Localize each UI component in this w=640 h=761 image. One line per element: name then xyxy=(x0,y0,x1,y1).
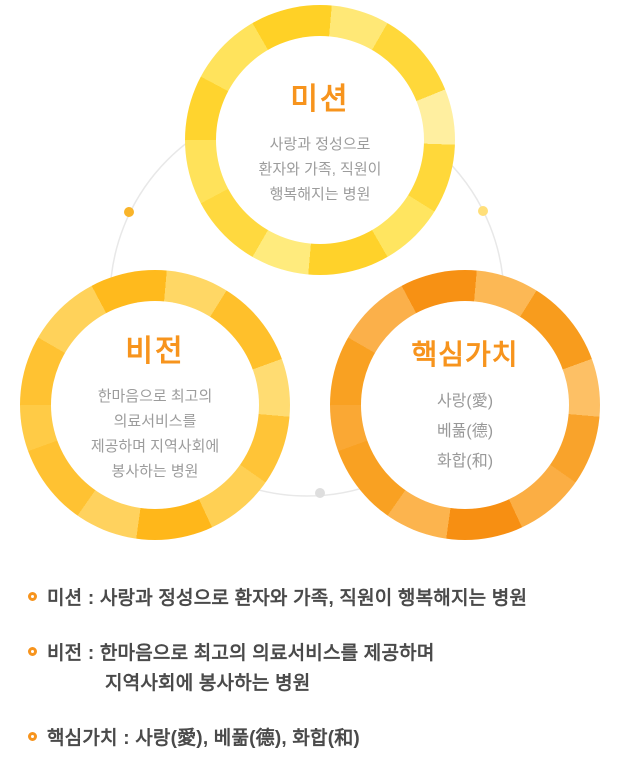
legend-vision-line1: 비전 : 한마음으로 최고의 의료서비스를 제공하며 xyxy=(47,643,435,664)
core-values-line: 화합(和) xyxy=(436,453,494,470)
mission-line: 행복해지는 병원 xyxy=(269,185,371,203)
mission-title: 미션 xyxy=(290,82,350,116)
mission-line: 환자와 가족, 직원이 xyxy=(258,160,382,178)
legend-mission-text: 미션 : 사랑과 정성으로 환자와 가족, 직원이 행복해지는 병원 xyxy=(47,588,528,609)
bullet-icon xyxy=(28,732,37,741)
bullet-icon xyxy=(28,647,37,656)
legend-core-values-text: 핵심가치 : 사랑(愛), 베풂(德), 화합(和) xyxy=(47,728,360,749)
mission-line: 사랑과 정성으로 xyxy=(269,135,371,153)
connector-dot-right xyxy=(478,206,488,216)
vision-line: 제공하며 지역사회에 xyxy=(90,438,220,455)
connector-dot-bottom xyxy=(315,488,325,498)
mission-circle-inner: 미션 사랑과 정성으로 환자와 가족, 직원이 행복해지는 병원 xyxy=(216,36,424,244)
legend-vision-line2: 지역사회에 봉사하는 병원 xyxy=(105,673,311,694)
vision-line: 한마음으로 최고의 xyxy=(97,388,213,405)
vision-title: 비전 xyxy=(125,335,185,368)
vision-line: 봉사하는 병원 xyxy=(111,463,199,480)
mission-vision-values-diagram: 미션 사랑과 정성으로 환자와 가족, 직원이 행복해지는 병원 비전 한마음으… xyxy=(20,5,600,540)
core-values-title: 핵심가치 xyxy=(411,339,519,370)
legend-item-core-values: 핵심가치 : 사랑(愛), 베풂(德), 화합(和) xyxy=(28,724,640,754)
mission-body: 사랑과 정성으로 환자와 가족, 직원이 행복해지는 병원 xyxy=(259,132,382,207)
core-values-line: 사랑(愛) xyxy=(436,393,494,410)
vision-circle-inner: 비전 한마음으로 최고의 의료서비스를 제공하며 지역사회에 봉사하는 병원 xyxy=(51,301,259,509)
legend-item-vision: 비전 : 한마음으로 최고의 의료서비스를 제공하며 지역사회에 봉사하는 병원 xyxy=(28,639,640,699)
legend-vision-text: 비전 : 한마음으로 최고의 의료서비스를 제공하며 지역사회에 봉사하는 병원 xyxy=(47,639,435,699)
legend-item-mission: 미션 : 사랑과 정성으로 환자와 가족, 직원이 행복해지는 병원 xyxy=(28,584,640,614)
mission-circle: 미션 사랑과 정성으로 환자와 가족, 직원이 행복해지는 병원 xyxy=(185,5,455,275)
bullet-icon xyxy=(28,592,37,601)
core-values-circle: 핵심가치 사랑(愛) 베풂(德) 화합(和) xyxy=(330,270,600,540)
vision-line: 의료서비스를 xyxy=(113,413,197,430)
connector-dot-left xyxy=(124,207,134,217)
vision-circle: 비전 한마음으로 최고의 의료서비스를 제공하며 지역사회에 봉사하는 병원 xyxy=(20,270,290,540)
core-values-line: 베풂(德) xyxy=(436,423,494,440)
legend-list: 미션 : 사랑과 정성으로 환자와 가족, 직원이 행복해지는 병원 비전 : … xyxy=(0,562,640,754)
core-values-body: 사랑(愛) 베풂(德) 화합(和) xyxy=(437,387,493,477)
vision-body: 한마음으로 최고의 의료서비스를 제공하며 지역사회에 봉사하는 병원 xyxy=(91,384,219,484)
core-values-circle-inner: 핵심가치 사랑(愛) 베풂(德) 화합(和) xyxy=(361,301,569,509)
